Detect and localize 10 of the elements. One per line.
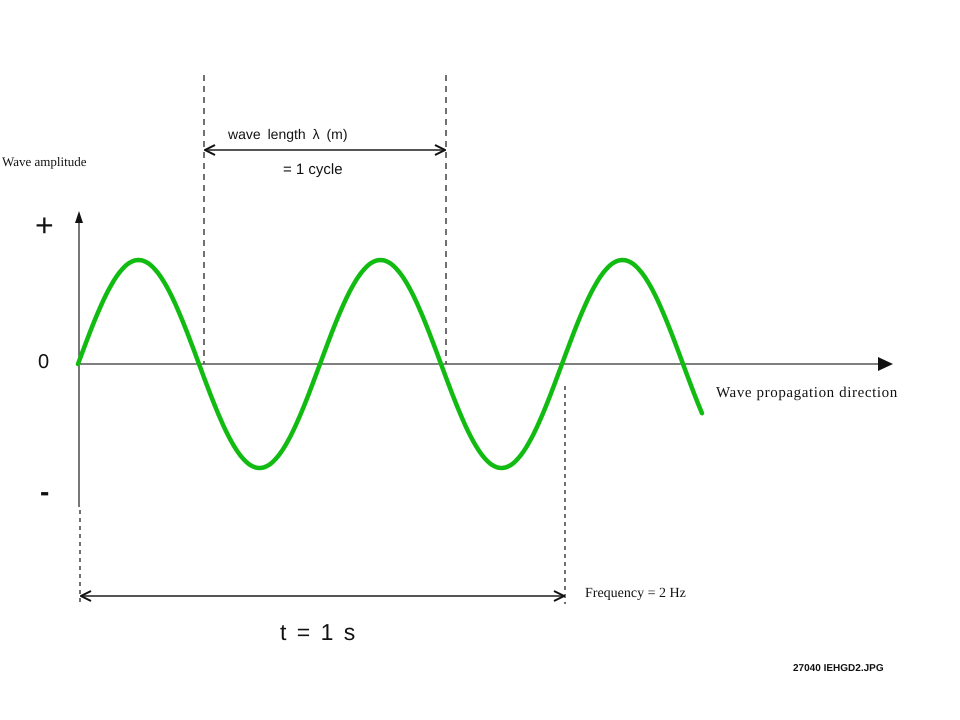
dimension-label: t = 1 s <box>280 619 356 646</box>
tick-label: + <box>35 207 54 244</box>
axis-title: Wave amplitude <box>2 155 87 170</box>
tick-label: - <box>40 476 50 508</box>
axis-title: Wave propagation direction <box>716 385 898 402</box>
dimension-label: wave length λ (m) <box>228 126 348 142</box>
file-name: 27040 IEHGD2.JPG <box>793 663 884 674</box>
tick-label: 0 <box>38 351 50 374</box>
dimension-label: = 1 cycle <box>283 161 343 178</box>
annotation: Frequency = 2 Hz <box>585 586 686 602</box>
